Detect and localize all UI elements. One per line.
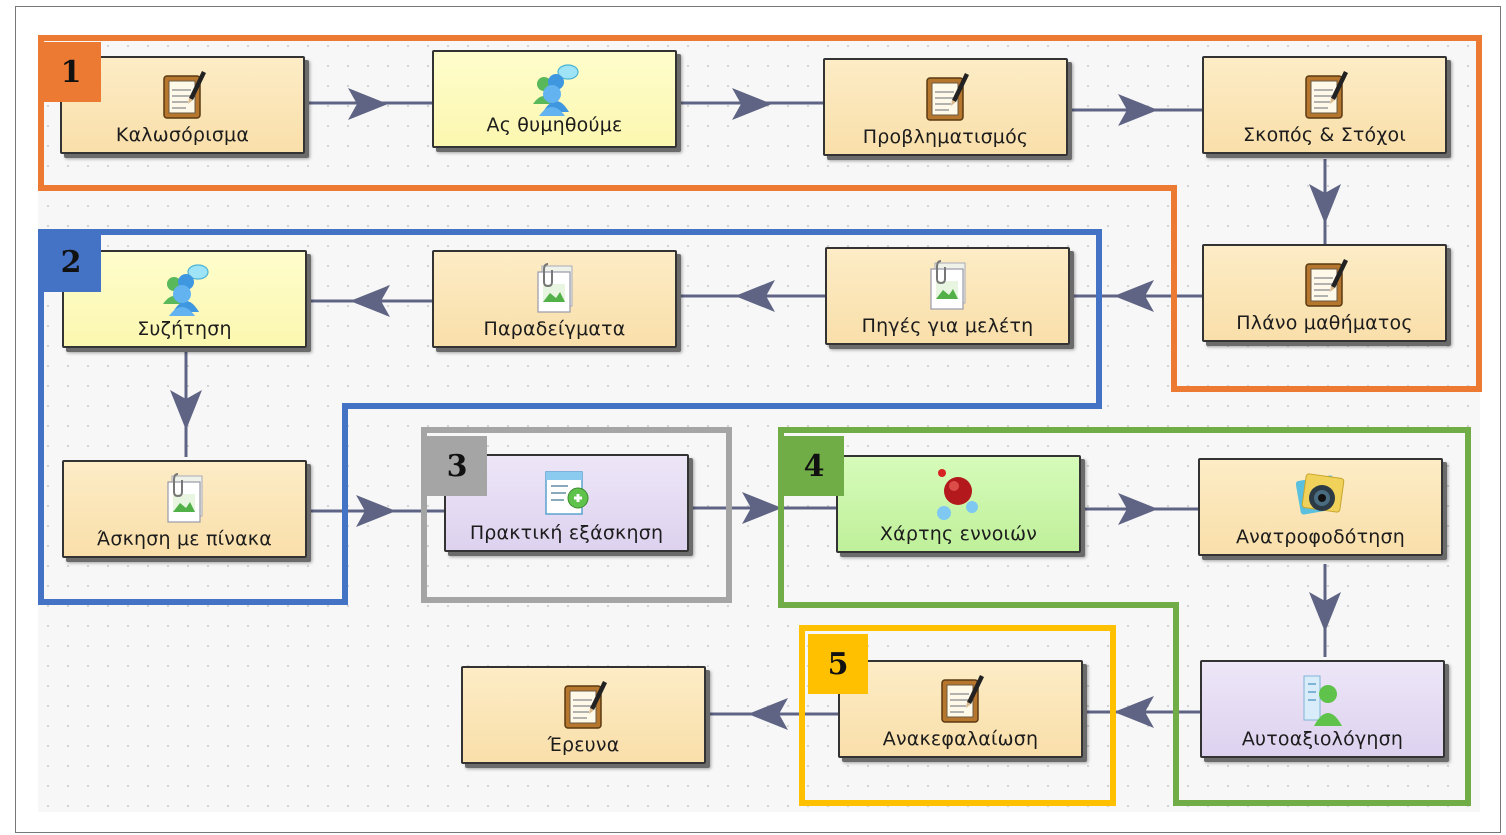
- group-3-badge: 3: [427, 436, 487, 496]
- node-label: Ας θυμηθούμε: [486, 114, 623, 136]
- notepad-pencil-icon: [1300, 256, 1350, 310]
- people-icon: [160, 262, 210, 316]
- picture-page-icon: [160, 472, 210, 526]
- form-add-icon: [542, 466, 592, 520]
- group-1-badge: 1: [41, 42, 101, 102]
- node-xartis-ennoion[interactable]: Χάρτης εννοιών: [836, 455, 1081, 553]
- node-piges-gia-meleti[interactable]: Πηγές για μελέτη: [825, 247, 1070, 345]
- picture-page-icon: [923, 259, 973, 313]
- node-anatrofodotisi[interactable]: Ανατροφοδότηση: [1198, 458, 1443, 556]
- node-label: Πρακτική εξάσκηση: [469, 522, 664, 544]
- feedback-camera-icon: [1296, 470, 1346, 524]
- node-label: Προβληματισμός: [862, 126, 1029, 148]
- notepad-pencil-icon: [921, 70, 971, 124]
- node-as-thymithoume[interactable]: Ας θυμηθούμε: [432, 50, 677, 148]
- group-4-badge: 4: [784, 436, 844, 496]
- node-label: Πλάνο μαθήματος: [1236, 312, 1413, 334]
- node-label: Άσκηση με πίνακα: [97, 528, 272, 550]
- node-aftoaxiologisi[interactable]: Αυτοαξιολόγηση: [1200, 660, 1445, 758]
- node-askisi-me-pinaka[interactable]: Άσκηση με πίνακα: [62, 460, 307, 558]
- picture-page-icon: [530, 262, 580, 316]
- node-erevna[interactable]: Έρευνα: [461, 666, 706, 764]
- group-5-badge: 5: [808, 634, 868, 694]
- self-assessment-icon: [1298, 672, 1348, 726]
- node-label: Έρευνα: [547, 734, 620, 756]
- node-paradeigmata[interactable]: Παραδείγματα: [432, 250, 677, 348]
- concept-map-icon: [934, 467, 984, 521]
- notepad-pencil-icon: [559, 678, 609, 732]
- node-label: Χάρτης εννοιών: [879, 523, 1038, 545]
- node-label: Ανακεφαλαίωση: [882, 728, 1039, 750]
- node-label: Πηγές για μελέτη: [861, 315, 1034, 337]
- node-skopos-stoxoi[interactable]: Σκοπός & Στόχοι: [1202, 56, 1447, 154]
- node-label: Σκοπός & Στόχοι: [1242, 124, 1407, 146]
- notepad-pencil-icon: [158, 68, 208, 122]
- arrowheads: [170, 88, 1341, 730]
- notepad-pencil-icon: [1300, 68, 1350, 122]
- node-label: Αυτοαξιολόγηση: [1241, 728, 1404, 750]
- node-label: Ανατροφοδότηση: [1235, 526, 1406, 548]
- people-icon: [530, 62, 580, 116]
- node-label: Καλωσόρισμα: [115, 124, 250, 146]
- notepad-pencil-icon: [936, 672, 986, 726]
- node-provlimatismos[interactable]: Προβληματισμός: [823, 58, 1068, 156]
- node-label: Παραδείγματα: [483, 318, 626, 340]
- node-plano-mathimatos[interactable]: Πλάνο μαθήματος: [1202, 244, 1447, 342]
- node-label: Συζήτηση: [137, 318, 232, 340]
- node-anakefalaiosi[interactable]: Ανακεφαλαίωση: [838, 660, 1083, 758]
- group-2-badge: 2: [41, 232, 101, 292]
